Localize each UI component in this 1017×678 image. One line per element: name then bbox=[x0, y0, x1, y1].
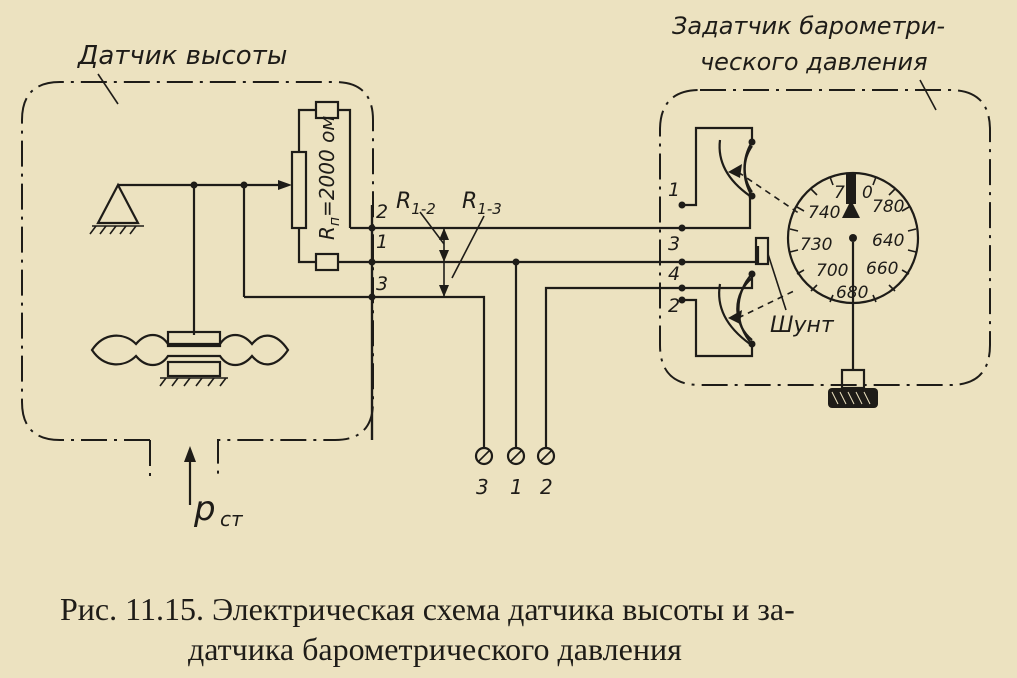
r13-arrow-bottom bbox=[439, 285, 449, 297]
upper-arc-resistor bbox=[718, 139, 751, 197]
upper-arc-end-bottom bbox=[748, 192, 756, 200]
junction-2 bbox=[368, 224, 376, 232]
lower-arc-resistor bbox=[718, 283, 751, 345]
dial-label-740: 740 bbox=[808, 203, 840, 223]
junction-3 bbox=[368, 293, 376, 301]
output-terminal-label-3: 3 bbox=[476, 475, 489, 499]
dial-index-mark bbox=[846, 174, 856, 204]
junction-1b bbox=[512, 258, 520, 266]
r12-label: R1-2 bbox=[396, 189, 436, 218]
lower-arc-end-bottom bbox=[748, 340, 756, 348]
r12-arrow-top bbox=[439, 228, 449, 240]
dial-index-base bbox=[842, 200, 860, 218]
setter-wire-3 bbox=[682, 246, 760, 264]
knob-knurling bbox=[831, 391, 871, 405]
pivot-hatching bbox=[89, 225, 137, 235]
setter-terminal-3: 3 bbox=[668, 233, 680, 255]
pressure-subscript: ст bbox=[220, 507, 244, 531]
shunt-leader bbox=[767, 253, 787, 311]
setter-title-line2: ческого давления bbox=[700, 48, 928, 76]
wire-3 bbox=[244, 295, 486, 448]
r12-arrow-bottom bbox=[439, 250, 449, 262]
output-terminal-label-1: 1 bbox=[510, 475, 523, 499]
dial-label-7: 7 bbox=[834, 183, 845, 203]
capsule-top-block bbox=[166, 330, 222, 348]
output-terminal-1[interactable] bbox=[506, 446, 526, 466]
resistor-label: Rп=2000 ом bbox=[315, 116, 343, 240]
caption-line2: датчика барометрического давления bbox=[188, 631, 682, 667]
wiper-arrowhead bbox=[278, 180, 292, 190]
output-terminal-2[interactable] bbox=[536, 446, 556, 466]
wiring-group: R1-2 R1-3 3 1 2 bbox=[244, 189, 680, 499]
pivot-support bbox=[96, 182, 140, 225]
pot-bottom-lead bbox=[297, 228, 316, 264]
pot-top-lead bbox=[297, 108, 316, 152]
setter-wire-top bbox=[682, 126, 754, 207]
upper-wiper-link bbox=[737, 171, 801, 215]
setter-wire-2 bbox=[682, 298, 754, 358]
setter-title-leader bbox=[919, 79, 937, 111]
r13-label: R1-3 bbox=[462, 189, 502, 218]
altitude-sensor-leader bbox=[97, 73, 119, 105]
lower-arc-outer bbox=[737, 273, 753, 345]
setter-terminal-1: 1 bbox=[668, 179, 680, 201]
wire-2-down bbox=[544, 286, 680, 448]
lower-arc-end-top bbox=[748, 270, 756, 278]
setter-title-line1: Задатчик барометри- bbox=[672, 12, 945, 40]
junction-1 bbox=[368, 258, 376, 266]
setter-wire-1 bbox=[682, 190, 752, 230]
dial-label-660: 660 bbox=[866, 259, 898, 279]
end-resistor-bottom bbox=[314, 252, 340, 272]
setter-terminal-4: 4 bbox=[668, 263, 680, 285]
shunt-label: Шунт bbox=[770, 313, 835, 338]
altitude-sensor-group: Датчик высоты p ст Rп=2000 ом bbox=[21, 41, 388, 531]
upper-wiper-arrow bbox=[728, 164, 742, 178]
pressure-setter-boundary bbox=[659, 89, 991, 386]
r12-leader bbox=[419, 211, 445, 245]
dial-label-640: 640 bbox=[872, 231, 904, 251]
lower-wiper-arrow bbox=[728, 310, 742, 324]
dial-center bbox=[849, 234, 857, 242]
lower-arc-inner bbox=[736, 277, 753, 341]
figure-caption: Рис. 11.15. Электрическая схема датчика … bbox=[60, 591, 795, 667]
upper-arc-end-top bbox=[748, 138, 756, 146]
dial-label-780: 780 bbox=[872, 197, 904, 217]
dial-label-730: 730 bbox=[800, 235, 832, 255]
r13-leader bbox=[451, 215, 485, 279]
shunt-element bbox=[754, 236, 770, 266]
sensor-terminal-1: 1 bbox=[376, 231, 388, 253]
dial-label-0: 0 bbox=[862, 183, 873, 203]
capsule-hatching bbox=[159, 377, 227, 387]
upper-arc-inner bbox=[743, 145, 753, 193]
setter-wire-4 bbox=[682, 274, 754, 290]
output-terminal-label-2: 2 bbox=[540, 475, 553, 499]
capsule-bottom-block bbox=[166, 360, 222, 378]
dial-label-700: 700 bbox=[816, 261, 848, 281]
altitude-sensor-boundary bbox=[21, 81, 374, 480]
aneroid-capsule bbox=[90, 333, 290, 367]
altitude-sensor-title: Датчик высоты bbox=[77, 41, 287, 71]
sensor-terminal-3: 3 bbox=[376, 273, 388, 295]
caption-line1: Рис. 11.15. Электрическая схема датчика … bbox=[60, 591, 795, 627]
pressure-label: p bbox=[193, 489, 216, 529]
sensor-terminal-2: 2 bbox=[376, 201, 388, 223]
pressure-arrowhead bbox=[184, 446, 196, 462]
pressure-setter-group: Задатчик барометри- ческого давления 1 3… bbox=[659, 12, 991, 408]
setter-terminal-2: 2 bbox=[668, 295, 680, 317]
pot-right-lead bbox=[338, 108, 352, 228]
output-terminal-3[interactable] bbox=[474, 446, 494, 466]
potentiometer bbox=[290, 150, 308, 230]
